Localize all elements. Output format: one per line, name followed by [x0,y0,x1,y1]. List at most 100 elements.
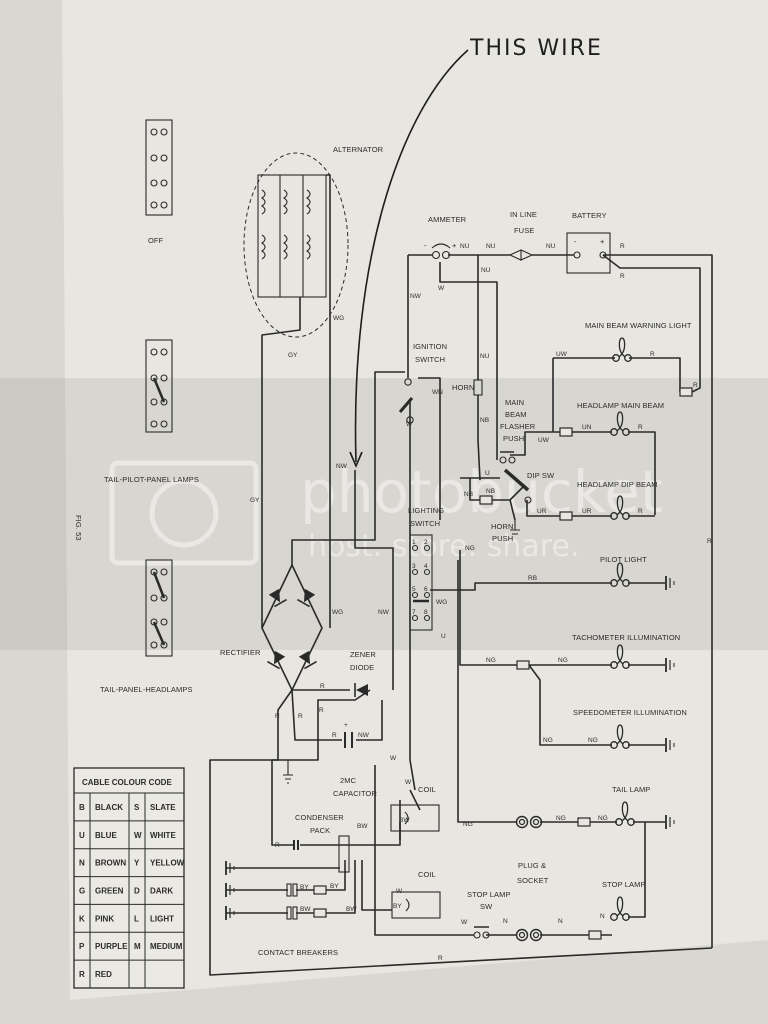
stop-switch-label: SW [480,902,493,911]
wire-code: NG [556,815,566,822]
wire-code: W [406,421,413,428]
wire-code: WG [436,599,447,606]
horn [473,379,483,396]
plug-socket-label: PLUG & [518,861,546,870]
junction-connector [679,387,693,397]
terminal-number: 4 [424,563,428,570]
wire-code: BW [300,906,311,913]
tachometer-label: TACHOMETER ILLUMINATION [572,633,680,642]
watermark: photobucket host. store. share. [109,458,663,566]
terminal-number: 8 [424,609,428,616]
wire-code: NW [336,463,348,470]
capacitor-plus: + [344,722,348,729]
main-beam-connector [559,427,573,437]
colour-code-letter: B [79,803,85,812]
ground-icon [283,760,293,784]
stop-lamp-switch [473,926,490,939]
colour-code-name: BLACK [95,803,123,812]
wire-code: BY [330,883,339,890]
plug-socket-label: SOCKET [517,876,549,885]
colour-code-letter: S [134,803,140,812]
wire-code: GY [288,352,298,359]
wire-code: R [332,732,337,739]
colour-code-name: PURPLE [95,942,128,951]
capacitor-label: CAPACITOR [333,789,377,798]
wire-code: UW [538,437,550,444]
horn-push-label: PUSH [492,534,513,543]
battery-minus: - [574,237,577,246]
terminal-number: 1 [412,539,416,546]
alternator: ALTERNATOR [243,145,384,338]
wire-code: W [438,285,445,292]
wire-code: BY [393,903,402,910]
colour-code-name: LIGHT [150,914,174,923]
lighting-switch-label: LIGHTING [408,506,444,515]
wire-code: NB [486,488,495,495]
ignition-switch-label: IGNITION [413,342,447,351]
wire-code: R [620,243,625,250]
zener-label: DIODE [350,663,374,672]
watermark-brand: photobucket [300,458,663,526]
horn-label: HORN [452,383,474,392]
instrument-connector [516,660,530,670]
wire-code: NB [480,417,489,424]
flasher-push-switch [499,451,516,464]
colour-code-letter: R [79,970,85,979]
condenser-pack [293,835,350,873]
headlamp-main-label: HEADLAMP MAIN BEAM [577,401,664,410]
stop-lamp-label: STOP LAMP [602,880,646,889]
switch-position-off: OFF [145,119,173,245]
wire-code: U [485,470,490,477]
wire-code: W [390,755,397,762]
stop-switch-label: STOP LAMP [467,890,511,899]
colour-code-letter: N [79,859,85,868]
wire-code: WN [432,389,443,396]
wire-code: R [320,683,325,690]
annotation-arrow [354,49,469,463]
wire-code: UN [582,424,592,431]
wire-code: N [503,918,508,925]
wire-code: BW [357,823,368,830]
cb-connector [313,885,327,895]
switch-position-tail-pilot: TAIL-PILOT-PANEL LAMPS [104,339,199,484]
ammeter: - + [424,241,457,260]
fuse-label: IN LINE [510,210,537,219]
wire-code: NG [486,657,496,664]
colour-code-letter: W [134,831,142,840]
colour-code-name: RED [95,970,112,979]
colour-code-letter: G [79,887,85,896]
zener-label: ZENER [350,650,376,659]
switch-position-tail-headlamps: TAIL-PANEL-HEADLAMPS [100,559,192,694]
arrow-head-icon [349,451,363,469]
colour-code-name: YELLOW [150,859,185,868]
dip-beam-connector [559,511,573,521]
lighting-switch-label: SWITCH [410,519,440,528]
wire-code: NU [486,243,496,250]
contact-breakers-label: CONTACT BREAKERS [258,948,338,957]
contact-breaker-icon [286,883,298,897]
wire-code: GY [250,497,260,504]
wire-code: UR [582,508,592,515]
horn-push-label: HORN [491,522,513,531]
wire-code: R [298,713,303,720]
wire-code: NB [464,491,473,498]
tail-lamp-label: TAIL LAMP [612,785,650,794]
wire-code: NG [598,815,608,822]
wire-code: NG [543,737,553,744]
colour-code-letter: Y [134,859,140,868]
battery-plus: + [600,237,605,246]
wiring [209,174,713,976]
ignition-coil [391,891,441,919]
colour-code-letter: K [79,914,85,923]
wire-code: NG [558,657,568,664]
cb-connector [313,908,327,918]
ignition-switch-label: SWITCH [415,355,445,364]
dip-switch-label: DIP SW [527,471,555,480]
colour-code-letter: U [79,831,85,840]
ammeter-label: AMMETER [428,215,467,224]
wire-code: UW [556,351,568,358]
colour-code-letter: D [134,887,140,896]
terminal-number: 5 [412,586,416,593]
wire-code: R [638,424,643,431]
